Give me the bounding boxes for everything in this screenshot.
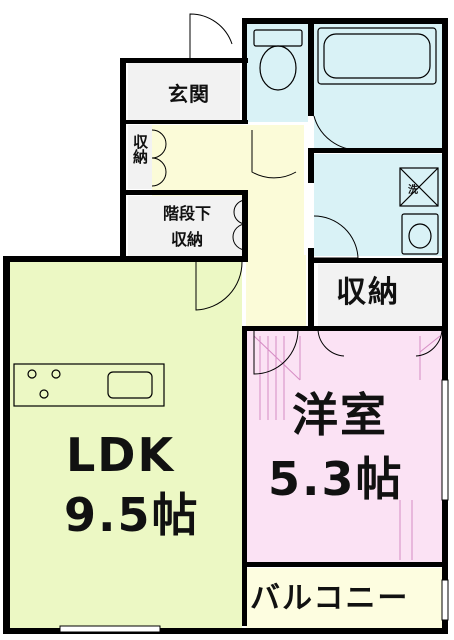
washer-label: 洗 xyxy=(408,185,418,196)
balcony-label: バルコニー xyxy=(250,581,410,616)
under-stairs-storage-label-line2: 収納 xyxy=(170,230,203,249)
walls xyxy=(3,18,448,634)
storage-area xyxy=(318,264,442,326)
western-room-label: 洋室 xyxy=(292,388,388,442)
toilet-icon xyxy=(253,29,303,91)
western-room-area xyxy=(246,330,444,566)
ldk-size: 9.5帖 xyxy=(64,488,200,542)
washroom-area xyxy=(314,154,444,256)
toilet-area xyxy=(246,22,308,122)
entrance-area xyxy=(128,62,240,122)
small-storage-area xyxy=(128,125,152,189)
small-storage-label: 収納 xyxy=(131,134,149,164)
ldk-area xyxy=(10,262,242,630)
hall-lower-area xyxy=(246,255,306,330)
windows xyxy=(59,379,449,633)
bathtub-icon xyxy=(317,27,437,85)
kitchen-counter-icon xyxy=(13,363,165,407)
closet-hatch xyxy=(253,335,441,560)
wash-basin-icon xyxy=(401,213,439,255)
storage-label: 収納 xyxy=(336,275,400,310)
bathroom-area xyxy=(314,22,444,150)
under-stairs-storage-area xyxy=(128,196,242,258)
washer-pan-icon xyxy=(399,167,439,207)
door-swings xyxy=(151,13,443,375)
western-room-size: 5.3帖 xyxy=(268,452,404,506)
under-stairs-storage-label-line1: 階段下 xyxy=(162,204,211,223)
entrance-label: 玄関 xyxy=(168,82,210,106)
ldk-label: LDK xyxy=(66,428,176,482)
balcony-area xyxy=(246,568,444,630)
